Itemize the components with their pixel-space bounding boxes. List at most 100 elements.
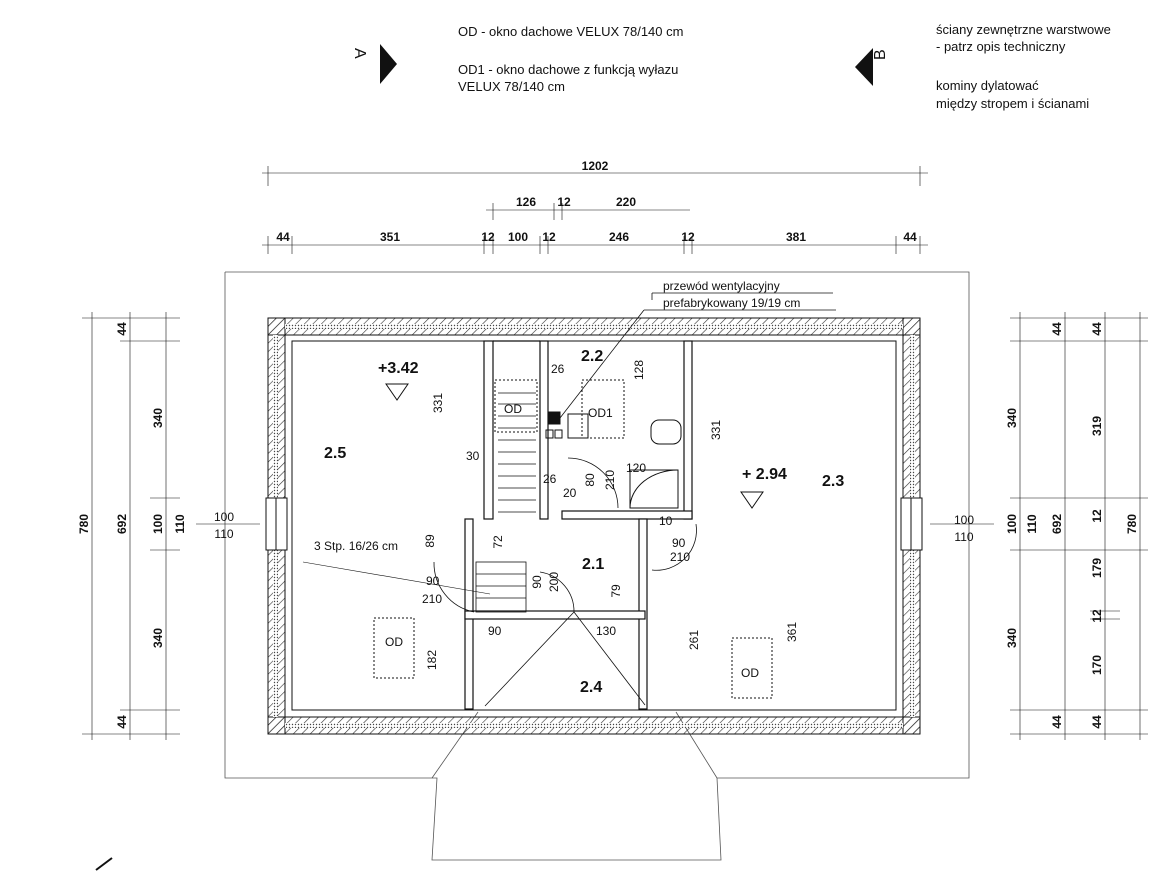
vent-duct	[547, 411, 561, 425]
dim-left-window-100: 100	[214, 510, 234, 524]
window-label-od-left: OD	[385, 635, 403, 649]
dim-right-319: 319	[1090, 416, 1104, 436]
dim-right-110: 110	[1025, 514, 1039, 534]
dim-right-12-a: 12	[1090, 509, 1104, 523]
room-label-2-2: 2.2	[581, 348, 603, 365]
dim-inner-120: 120	[626, 461, 646, 475]
dim-right-window-100: 100	[954, 513, 974, 527]
dim-right-44-bottom-b: 44	[1090, 715, 1104, 729]
dim-top-44-right: 44	[903, 230, 917, 244]
dim-220: 220	[616, 195, 636, 209]
dim-right-340-bottom: 340	[1005, 628, 1019, 648]
dim-inner-79: 79	[609, 584, 623, 598]
vent-label-line2: prefabrykowany 19/19 cm	[663, 296, 800, 310]
dim-inner-26-b: 26	[543, 472, 557, 486]
dim-inner-20: 20	[563, 486, 577, 500]
vent-leader	[559, 292, 836, 419]
dim-inner-72: 72	[491, 535, 505, 549]
room-label-2-1: 2.1	[582, 556, 604, 573]
dim-inner-80: 80	[583, 473, 597, 487]
door-swings	[433, 457, 697, 707]
dim-inner-331-right: 331	[709, 420, 723, 440]
pencil-mark	[95, 857, 113, 871]
stair-note: 3 Stp. 16/26 cm	[314, 539, 398, 553]
note-od1-line1: OD1 - okno dachowe z funkcją wyłazu	[458, 62, 679, 77]
gable-windows	[265, 497, 923, 551]
dim-top-12-1: 12	[481, 230, 495, 244]
dim-inner-90-c: 90	[530, 575, 544, 589]
dim-inner-182: 182	[425, 650, 439, 670]
dim-inner-30: 30	[466, 449, 480, 463]
dim-inner-261: 261	[687, 630, 701, 650]
dim-right-780: 780	[1125, 514, 1139, 534]
dim-top-381: 381	[786, 230, 806, 244]
roof-windows	[373, 379, 773, 699]
level-label-left: +3.42	[378, 360, 419, 377]
section-marker-b: B	[855, 48, 889, 86]
note-walls-line2: - patrz opis techniczny	[936, 39, 1066, 54]
dim-left-44-top: 44	[115, 322, 129, 336]
dim-left-100: 100	[151, 514, 165, 534]
dim-126: 126	[516, 195, 536, 209]
dim-right-179: 179	[1090, 558, 1104, 578]
level-label-right: + 2.94	[742, 466, 787, 483]
interior-walls	[464, 340, 693, 710]
section-a-label: A	[351, 48, 368, 59]
roof-window-od-right	[731, 637, 773, 699]
roof-window-od1	[581, 379, 625, 439]
dim-inner-90-a: 90	[672, 536, 686, 550]
dim-inner-130: 130	[596, 624, 616, 638]
dim-top-100: 100	[508, 230, 528, 244]
dim-inner-128: 128	[632, 360, 646, 380]
dim-top-44-left: 44	[276, 230, 290, 244]
dim-inner-361: 361	[785, 622, 799, 642]
dim-right-100: 100	[1005, 514, 1019, 534]
room-label-2-4: 2.4	[580, 679, 602, 696]
washbasin	[567, 413, 589, 439]
note-chimney-line2: między stropem i ścianami	[936, 96, 1090, 111]
note-walls-line1: ściany zewnętrzne warstwowe	[936, 22, 1111, 37]
dim-left-340-top: 340	[151, 408, 165, 428]
dim-top-12-2: 12	[542, 230, 556, 244]
section-b-label: B	[872, 49, 889, 60]
dim-inner-210-b: 210	[670, 550, 690, 564]
dim-inner-200: 200	[547, 572, 561, 592]
dim-inner-210-a: 210	[603, 470, 617, 490]
dim-top-351: 351	[380, 230, 400, 244]
dim-inner-89: 89	[423, 534, 437, 548]
dim-left-44-bottom: 44	[115, 715, 129, 729]
room-label-2-5: 2.5	[324, 445, 346, 462]
bathroom-fixtures	[545, 411, 682, 509]
dim-right-12-b: 12	[1090, 609, 1104, 623]
dimension-lines-sides	[82, 312, 1148, 740]
roof-window-od-left	[373, 617, 415, 679]
dim-left-692: 692	[115, 514, 129, 534]
dim-right-44-top-a: 44	[1050, 322, 1064, 336]
toilet	[650, 419, 682, 445]
room-label-2-3: 2.3	[822, 473, 844, 490]
level-marker-left: +3.42	[378, 360, 419, 401]
dim-top-246: 246	[609, 230, 629, 244]
note-chimney-line1: kominy dylatować	[936, 78, 1039, 93]
dim-total-width: 1202	[582, 159, 609, 173]
dim-right-340-top: 340	[1005, 408, 1019, 428]
window-label-od-stair: OD	[504, 402, 522, 416]
dim-right-window-110: 110	[954, 530, 973, 544]
staircase	[302, 392, 536, 613]
dim-left-780: 780	[77, 514, 91, 534]
window-label-od-right: OD	[741, 666, 759, 680]
dim-left-window-110: 110	[214, 527, 233, 541]
dimension-lines-top	[262, 166, 928, 254]
dim-inner-90-d: 90	[488, 624, 502, 638]
dim-inner-10: 10	[659, 514, 673, 528]
dim-inner-26-a: 26	[551, 362, 565, 376]
dim-left-110: 110	[173, 514, 187, 534]
vent-label-line1: przewód wentylacyjny	[663, 279, 780, 293]
dim-right-170: 170	[1090, 655, 1104, 675]
dim-right-44-top-b: 44	[1090, 322, 1104, 336]
roof-window-od-stair	[494, 379, 538, 433]
note-od: OD - okno dachowe VELUX 78/140 cm	[458, 24, 684, 39]
shower	[629, 469, 679, 509]
dim-12a: 12	[557, 195, 571, 209]
